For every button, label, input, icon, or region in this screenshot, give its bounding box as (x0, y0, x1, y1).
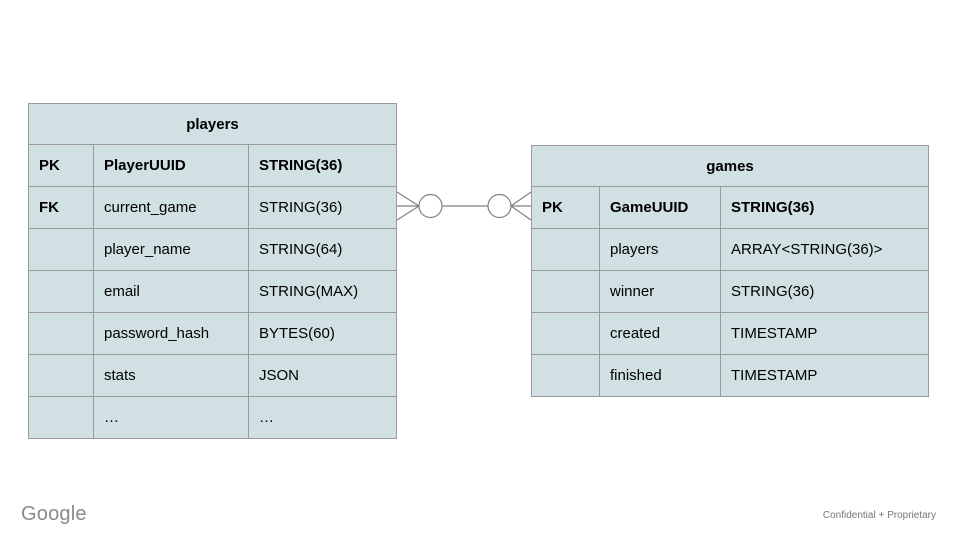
cell-field: current_game (93, 186, 249, 229)
table-row: password_hash BYTES(60) (28, 312, 397, 355)
cell-field: player_name (93, 228, 249, 271)
cell-key (28, 228, 94, 271)
table-row: created TIMESTAMP (531, 312, 929, 355)
cell-field: password_hash (93, 312, 249, 355)
table-row: FK current_game STRING(36) (28, 186, 397, 229)
table-row: … … (28, 396, 397, 439)
cell-type: JSON (248, 354, 397, 397)
table-row: PK PlayerUUID STRING(36) (28, 144, 397, 187)
cell-field: stats (93, 354, 249, 397)
cell-key (531, 354, 600, 397)
cell-field: players (599, 228, 721, 271)
cell-field: email (93, 270, 249, 313)
players-table-header-row: players (28, 103, 397, 145)
confidential-note: Confidential + Proprietary (822, 510, 936, 521)
table-row: stats JSON (28, 354, 397, 397)
cell-type: … (248, 396, 397, 439)
zero-circle-left-icon (418, 193, 443, 219)
table-row: winner STRING(36) (531, 270, 929, 313)
cell-key (531, 228, 600, 271)
cell-field: finished (599, 354, 721, 397)
cell-type: TIMESTAMP (720, 312, 929, 355)
cell-type: STRING(64) (248, 228, 397, 271)
table-row: player_name STRING(64) (28, 228, 397, 271)
crow-foot-right-icon (510, 191, 532, 221)
google-logo: Google (21, 503, 87, 525)
cell-type: STRING(36) (248, 144, 397, 187)
table-row: email STRING(MAX) (28, 270, 397, 313)
cell-key: PK (531, 186, 600, 229)
cell-key: FK (28, 186, 94, 229)
players-table: players PK PlayerUUID STRING(36) FK curr… (28, 103, 397, 439)
players-table-title: players (28, 103, 397, 145)
cell-type: STRING(36) (248, 186, 397, 229)
games-table-title: games (531, 145, 929, 187)
cell-key (531, 270, 600, 313)
cell-type: STRING(MAX) (248, 270, 397, 313)
cell-key (28, 354, 94, 397)
table-row: finished TIMESTAMP (531, 354, 929, 397)
cell-field: winner (599, 270, 721, 313)
zero-circle-right-icon (487, 193, 512, 219)
crow-foot-left-icon (396, 191, 420, 221)
cell-type: TIMESTAMP (720, 354, 929, 397)
cell-field: GameUUID (599, 186, 721, 229)
cell-key (28, 270, 94, 313)
cell-field: … (93, 396, 249, 439)
games-table: games PK GameUUID STRING(36) players ARR… (531, 145, 929, 397)
cell-key (28, 396, 94, 439)
cell-key (28, 312, 94, 355)
cell-type: STRING(36) (720, 270, 929, 313)
games-table-header-row: games (531, 145, 929, 187)
